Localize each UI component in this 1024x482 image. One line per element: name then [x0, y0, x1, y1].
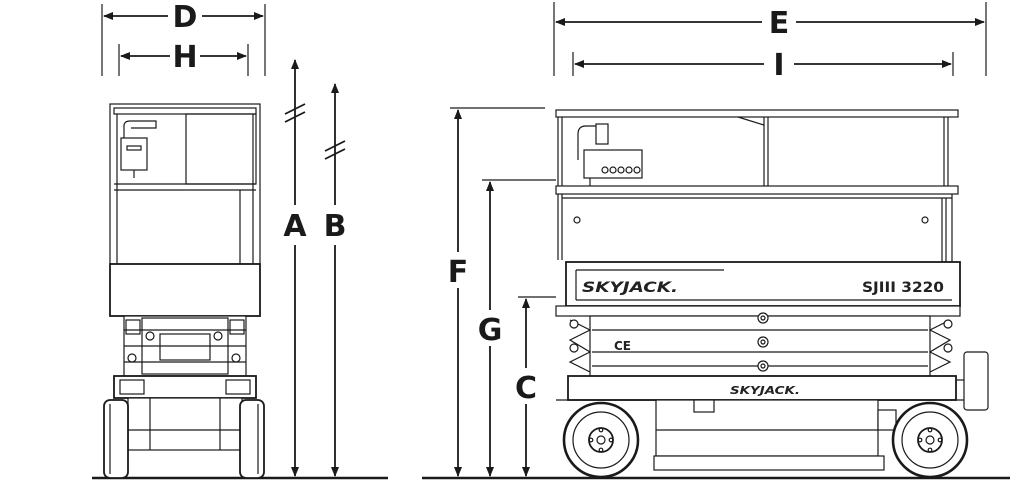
model-label: SJIII 3220 — [862, 280, 944, 296]
dimension-i-label: I — [773, 48, 784, 83]
dimension-g-label: G — [478, 313, 503, 348]
skyjack-logo-platform: SKYJACK. — [582, 280, 678, 296]
side-view-rear-wheel — [891, 401, 969, 479]
front-view: D H — [101, 0, 266, 479]
front-view-wheel-right — [239, 399, 265, 479]
scissor-pins-front — [125, 319, 245, 363]
scissor-pin-bottom — [757, 360, 769, 372]
skyjack-logo-chassis: SKYJACK. — [730, 384, 800, 397]
dimension-g: G — [478, 179, 556, 477]
scissor-pin-top — [757, 312, 769, 324]
dimension-d-label: D — [173, 0, 198, 35]
ce-mark: CE — [614, 339, 631, 353]
scissor-stack: CE — [568, 312, 953, 377]
platform-deck — [565, 261, 961, 307]
break-mark-b — [324, 140, 346, 152]
dimension-b: B — [324, 83, 347, 477]
side-view: SKYJACK. SJIII 3220 CE SKYJACK. — [555, 109, 989, 479]
dimension-i: I — [574, 48, 952, 83]
scissor-pin-middle — [757, 336, 769, 348]
dimension-h-label: H — [172, 40, 197, 75]
side-view-front-wheel — [562, 401, 640, 479]
dimension-c-label: C — [515, 371, 537, 406]
dimension-a-label: A — [283, 209, 307, 244]
dimension-a: A — [283, 59, 307, 477]
dimension-c: C — [515, 296, 556, 477]
platform-control-box — [577, 123, 643, 186]
dimension-e-label: E — [769, 6, 790, 41]
break-mark-a — [284, 103, 306, 115]
dimension-d: D — [103, 0, 264, 35]
dimension-e: E — [555, 6, 985, 41]
chassis — [567, 375, 957, 401]
dimension-h: H — [120, 40, 247, 75]
dimension-f: F — [448, 107, 545, 477]
dimension-b-label: B — [324, 209, 347, 244]
dimension-f-label: F — [448, 255, 469, 290]
front-view-wheel-left — [103, 399, 129, 479]
